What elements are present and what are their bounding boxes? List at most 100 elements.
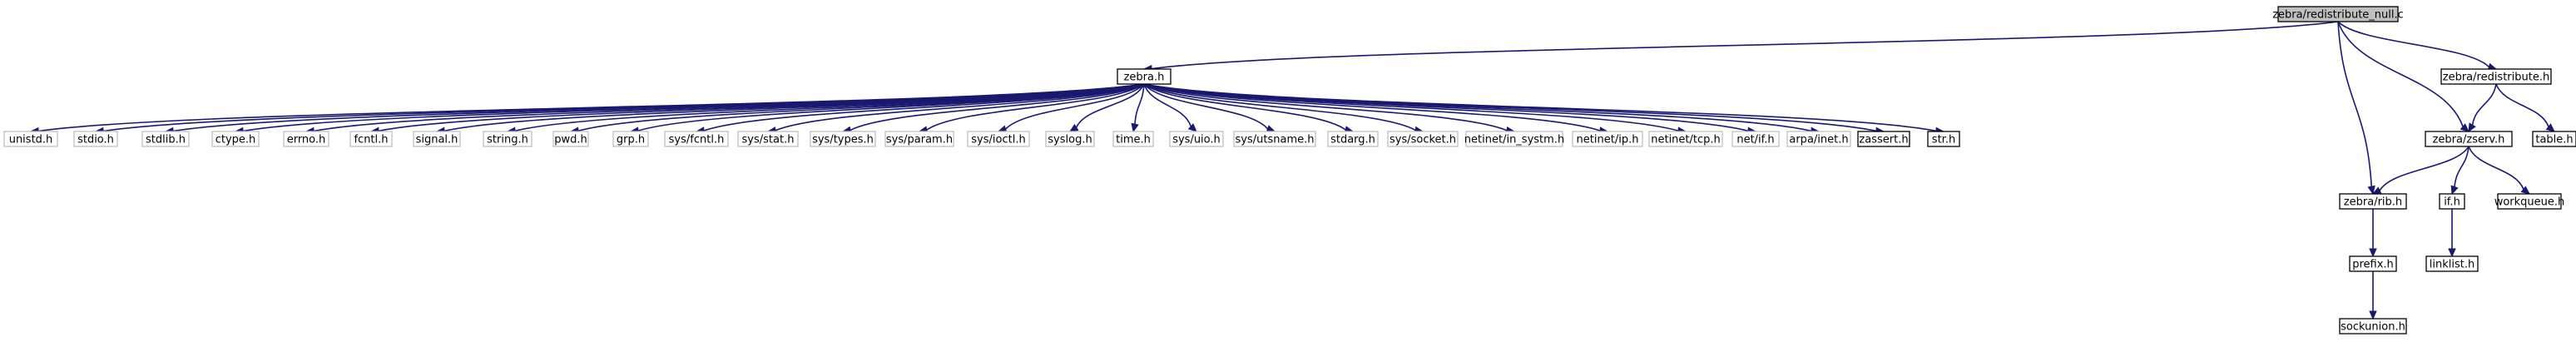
- node-table-h[interactable]: table.h: [2532, 131, 2576, 147]
- node-prefix-h[interactable]: prefix.h: [2349, 255, 2397, 272]
- edge-arrowhead: [2369, 310, 2377, 320]
- node-netinet-ip-h: netinet/ip.h: [1572, 131, 1643, 147]
- node-box: [141, 131, 190, 147]
- edge-layer: [29, 21, 2555, 320]
- include-edge-zebra_h-to-time_h: [1131, 83, 1145, 133]
- node-label: net/if.h: [1736, 134, 1774, 146]
- include-edge-zebra_h-to-netinet_tcp_h: [1143, 83, 1687, 135]
- edge-line: [1134, 83, 1145, 125]
- edge-arrowhead: [1068, 123, 1079, 132]
- node-box: [1786, 131, 1851, 147]
- node-label: netinet/tcp.h: [1651, 134, 1721, 146]
- node-signal-h: signal.h: [413, 131, 461, 147]
- node-zebra-h[interactable]: zebra.h: [1117, 68, 1172, 85]
- node-layer: zebra/redistribute_null.c zebra.h zebra/re…: [3, 6, 2576, 335]
- edge-arrowhead: [2448, 248, 2456, 258]
- node-label: sys/param.h: [886, 134, 953, 146]
- node-sys-uio-h: sys/uio.h: [1169, 131, 1224, 147]
- node-stdio-h: stdio.h: [73, 131, 118, 147]
- node-box: [2532, 131, 2576, 147]
- edge-line: [1143, 83, 1679, 131]
- node-label: table.h: [2535, 134, 2573, 146]
- edge-line: [1143, 83, 1416, 131]
- node-box: [2439, 193, 2465, 210]
- node-rib-h[interactable]: zebra/rib.h: [2339, 193, 2407, 210]
- edge-line: [1143, 83, 1192, 127]
- edge-arrowhead: [2460, 123, 2469, 132]
- node-label: netinet/in_systm.h: [1464, 134, 1564, 146]
- node-str-h[interactable]: str.h: [1927, 131, 1960, 147]
- edge-line: [1143, 83, 1508, 131]
- edge-arrowhead: [2369, 248, 2377, 258]
- node-syslog-h: syslog.h: [1045, 131, 1095, 147]
- node-box: [2497, 193, 2562, 210]
- node-box: [1045, 131, 1095, 147]
- edge-line: [1143, 83, 1346, 131]
- node-box: [3, 131, 58, 147]
- node-fcntl-h: fcntl.h: [349, 131, 393, 147]
- node-label: sys/types.h: [812, 134, 874, 146]
- include-edge-root-to-zserv_h: [2337, 21, 2469, 132]
- node-zserv-h[interactable]: zebra/zserv.h: [2425, 131, 2513, 147]
- node-sys-stat-h: sys/stat.h: [737, 131, 799, 147]
- node-label: zassert.h: [1859, 134, 1908, 146]
- edge-arrowhead: [2545, 123, 2555, 132]
- node-root[interactable]: zebra/redistribute_null.c: [2272, 6, 2404, 22]
- node-string-h: string.h: [483, 131, 533, 147]
- node-errno-h: errno.h: [283, 131, 329, 147]
- node-label: workqueue.h: [2494, 196, 2565, 209]
- node-if-h[interactable]: if.h: [2439, 193, 2465, 210]
- node-box: [737, 131, 799, 147]
- node-sockunion-h[interactable]: sockunion.h: [2339, 318, 2407, 335]
- node-box: [1648, 131, 1723, 147]
- edge-line: [1143, 83, 1749, 132]
- node-box: [73, 131, 118, 147]
- node-ctype-h: ctype.h: [211, 131, 260, 147]
- edge-arrowhead: [2450, 185, 2459, 196]
- node-label: zebra/redistribute_null.c: [2272, 9, 2404, 22]
- edge-line: [2379, 146, 2469, 191]
- node-box: [1465, 131, 1563, 147]
- include-edge-root-to-rib_h: [2337, 21, 2375, 196]
- node-box: [1327, 131, 1379, 147]
- include-edge-redistribute_h-to-zserv_h: [2468, 83, 2497, 133]
- edge-line: [1143, 83, 1601, 131]
- node-label: stdio.h: [77, 134, 114, 146]
- node-workqueue-h[interactable]: workqueue.h: [2494, 193, 2565, 210]
- node-label: zebra/redistribute.h: [2443, 72, 2549, 84]
- node-grp-h: grp.h: [612, 131, 649, 147]
- node-label: stdarg.h: [1330, 134, 1375, 146]
- node-linklist-h[interactable]: linklist.h: [2425, 255, 2479, 272]
- node-label: unistd.h: [9, 134, 53, 146]
- node-label: syslog.h: [1048, 134, 1092, 146]
- node-box: [1233, 131, 1316, 147]
- node-net-if-h: net/if.h: [1731, 131, 1780, 147]
- include-edge-zebra_h-to-syslog_h: [1068, 83, 1145, 132]
- edge-line: [926, 83, 1145, 131]
- edge-line: [1004, 83, 1145, 130]
- edge-arrowhead: [2520, 186, 2530, 195]
- edge-line: [2454, 146, 2469, 187]
- node-label: zebra.h: [1124, 72, 1165, 84]
- node-sys-utsname-h: sys/utsname.h: [1233, 131, 1316, 147]
- node-netinet-tcp-h: netinet/tcp.h: [1648, 131, 1723, 147]
- node-zassert-h[interactable]: zassert.h: [1857, 131, 1910, 147]
- edge-arrowhead: [1131, 122, 1139, 133]
- include-edge-zserv_h-to-if_h: [2450, 146, 2469, 196]
- node-label: linklist.h: [2430, 259, 2474, 271]
- node-label: signal.h: [416, 134, 458, 146]
- node-sys-types-h: sys/types.h: [810, 131, 876, 147]
- node-box: [2425, 131, 2513, 147]
- node-label: sys/fcntl.h: [669, 134, 725, 146]
- node-redistribute-h[interactable]: zebra/redistribute.h: [2440, 68, 2552, 85]
- node-netinet-in-systm-h: netinet/in_systm.h: [1464, 131, 1564, 147]
- edge-arrowhead: [1187, 123, 1197, 132]
- node-box: [664, 131, 729, 147]
- node-sys-fcntl-h: sys/fcntl.h: [664, 131, 729, 147]
- edge-arrowhead: [2468, 122, 2476, 133]
- edge-line: [775, 83, 1145, 131]
- node-box: [552, 131, 589, 147]
- node-label: sys/uio.h: [1172, 134, 1221, 146]
- node-label: sys/stat.h: [742, 134, 795, 146]
- node-label: stdlib.h: [146, 134, 186, 146]
